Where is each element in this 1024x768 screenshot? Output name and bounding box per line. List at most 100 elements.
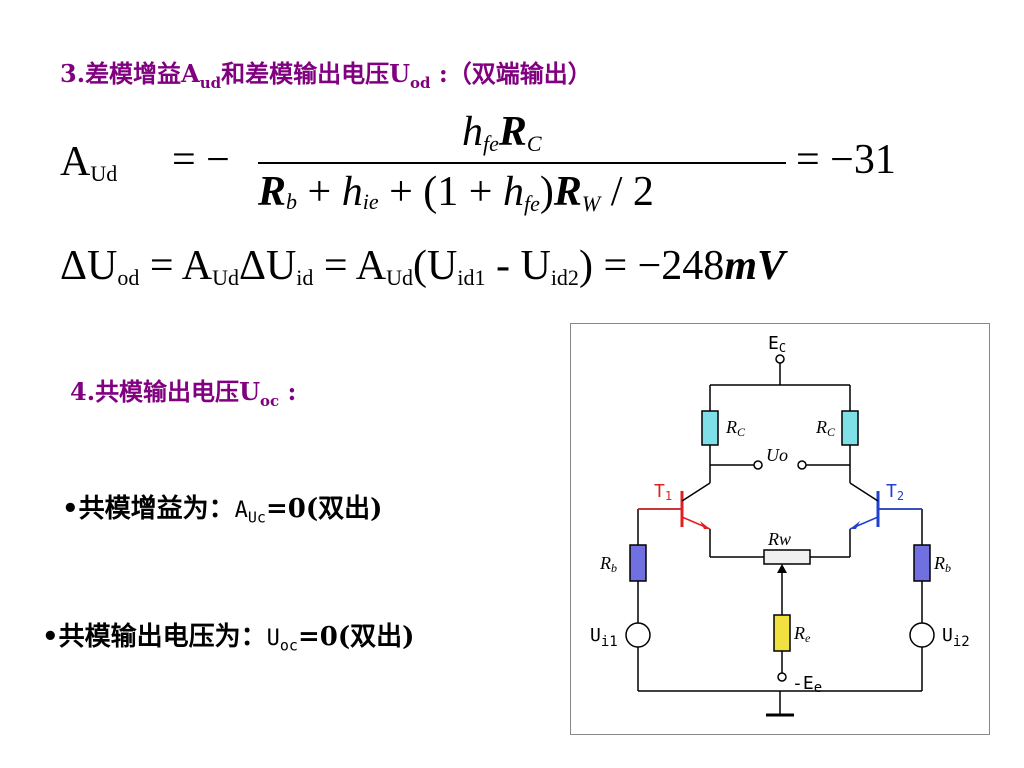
label-t2: T2 — [886, 481, 904, 503]
f2-id-sub: id — [296, 265, 314, 290]
bullet-1-a-sub: Uc — [247, 508, 266, 527]
f2-result: = −248 — [603, 243, 725, 289]
section-4-heading: 4.共模输出电压Uoc : — [70, 372, 296, 410]
num-r-sub: C — [526, 131, 542, 156]
terminal-uo-right — [797, 460, 807, 470]
den-rb-sub: b — [286, 189, 298, 214]
den-rw: R — [553, 169, 582, 215]
label-ec: EC — [768, 333, 786, 355]
f2-eq-1: = — [149, 243, 174, 289]
label-rc-right: RC — [815, 417, 836, 439]
section-4-text-2: : — [279, 377, 297, 406]
den-hfe-sub: fe — [523, 191, 540, 216]
source-ui1 — [625, 622, 651, 648]
section-3-u-sub: od — [410, 73, 431, 92]
section-3-text-3: :（双端输出） — [430, 59, 592, 88]
transistor-t1 — [638, 482, 711, 530]
label-rc-left: RC — [725, 417, 746, 439]
label-ee: -Ee — [792, 673, 822, 696]
section-3-a-sub: ud — [199, 73, 222, 92]
f2-a-2-sub: Ud — [386, 265, 414, 290]
fraction-line — [258, 162, 786, 164]
den-plus-2: + (1 + — [389, 169, 493, 215]
label-ui2: Ui2 — [942, 625, 970, 650]
den-plus-1: + — [307, 169, 332, 215]
label-t1: T1 — [654, 481, 672, 503]
formula-1-numerator: hfeRC — [462, 108, 542, 156]
f2-id2-sub: id2 — [550, 265, 579, 290]
f2-unit: mV — [724, 243, 785, 289]
f2-a-1-sub: Ud — [212, 265, 239, 290]
transistor-t2 — [849, 482, 922, 530]
bullet-2-u-sub: oc — [279, 636, 298, 655]
f2-minus: - U — [495, 243, 551, 289]
resistor-rb-left — [629, 544, 647, 582]
bullet-1-a-group: AUc — [234, 498, 266, 527]
den-hfe: h — [502, 169, 524, 215]
den-h-sub: ie — [362, 189, 379, 214]
f2-delta-u-id: ΔU — [238, 243, 297, 289]
circuit-frame — [570, 323, 990, 735]
resistor-re — [773, 614, 791, 652]
bullet-common-mode-gain: •共模增益为：AUc=0(双出) — [62, 488, 382, 526]
bullet-common-mode-output: •共模输出电压为：Uoc=0(双出) — [42, 616, 414, 654]
f2-id1-sub: id1 — [457, 265, 486, 290]
label-rb-right: Rb — [933, 553, 951, 575]
label-ui1: Ui1 — [590, 625, 618, 650]
bullet-1-text-1: 共模增益为： — [78, 494, 235, 524]
bullet-1-dot: • — [62, 494, 79, 524]
section-3-heading: 3.差模增益Aud和差模输出电压Uod :（双端输出） — [60, 54, 592, 92]
formula-1-result: = −31 — [796, 137, 896, 183]
bullet-1-a: A — [234, 498, 248, 523]
resistor-rc-left — [701, 410, 719, 446]
num-h: h — [462, 109, 483, 155]
section-3-u: U — [389, 59, 411, 88]
f2-open: (U — [413, 243, 458, 289]
source-ui2 — [909, 622, 935, 648]
label-rw: Rw — [767, 529, 791, 549]
section-3-text-2: 和差模输出电压 — [221, 59, 390, 88]
formula-1-a-sub: Ud — [90, 161, 118, 186]
bullet-2-dot: • — [42, 622, 59, 652]
den-h: h — [341, 169, 363, 215]
f2-a-1: A — [181, 243, 213, 289]
label-re: Re — [793, 623, 811, 645]
label-rb-left: Rb — [599, 553, 617, 575]
formula-2: ΔUod = AUdΔUid = AUd(Uid1 - Uid2) = −248… — [60, 242, 785, 290]
terminal-ee — [777, 672, 787, 682]
num-r: R — [498, 109, 527, 155]
f2-eq-2: = — [323, 243, 348, 289]
bullet-1-text-2: =0(双出) — [265, 494, 383, 524]
bullet-2-text-2: =0(双出) — [297, 622, 415, 652]
f2-delta-u-od: ΔU — [60, 243, 118, 289]
bullet-2-u-group: Uoc — [266, 626, 298, 655]
den-rb: R — [258, 169, 287, 215]
den-paren: ) — [539, 169, 554, 215]
section-4-u-sub: oc — [260, 391, 280, 410]
formula-1-a: A — [60, 139, 91, 185]
num-h-sub: fe — [483, 131, 499, 156]
resistor-rb-right — [913, 544, 931, 582]
f2-od-sub: od — [117, 265, 140, 290]
section-3-a: A — [181, 59, 200, 88]
f2-close: ) — [578, 243, 593, 289]
f2-a-2: A — [355, 243, 387, 289]
formula-1-eq: = − — [172, 137, 230, 183]
den-rw-sub: W — [581, 191, 601, 216]
bullet-2-text-1: 共模输出电压为： — [58, 622, 267, 652]
resistor-rc-right — [841, 410, 859, 446]
formula-1-denominator: Rb + hie + (1 + hfe)RW / 2 — [258, 168, 654, 216]
section-4-u: U — [239, 377, 260, 406]
rw-wiper-arrow — [777, 564, 787, 573]
section-3-number: 3. — [60, 59, 86, 88]
terminal-uo-left — [753, 460, 763, 470]
section-3-text-1: 差模增益 — [85, 59, 182, 88]
section-4-number: 4. — [70, 377, 96, 406]
resistor-rw — [763, 549, 811, 565]
terminal-ec — [775, 354, 785, 364]
label-uo: Uo — [766, 445, 788, 465]
formula-1-lhs: AUd — [60, 138, 117, 186]
den-div: / 2 — [610, 169, 654, 215]
bullet-2-u: U — [266, 626, 280, 651]
differential-amplifier-circuit: EC RC RC Uo T1 T2 Rw Rb Rb Re Ui1 Ui2 -E… — [570, 323, 990, 735]
